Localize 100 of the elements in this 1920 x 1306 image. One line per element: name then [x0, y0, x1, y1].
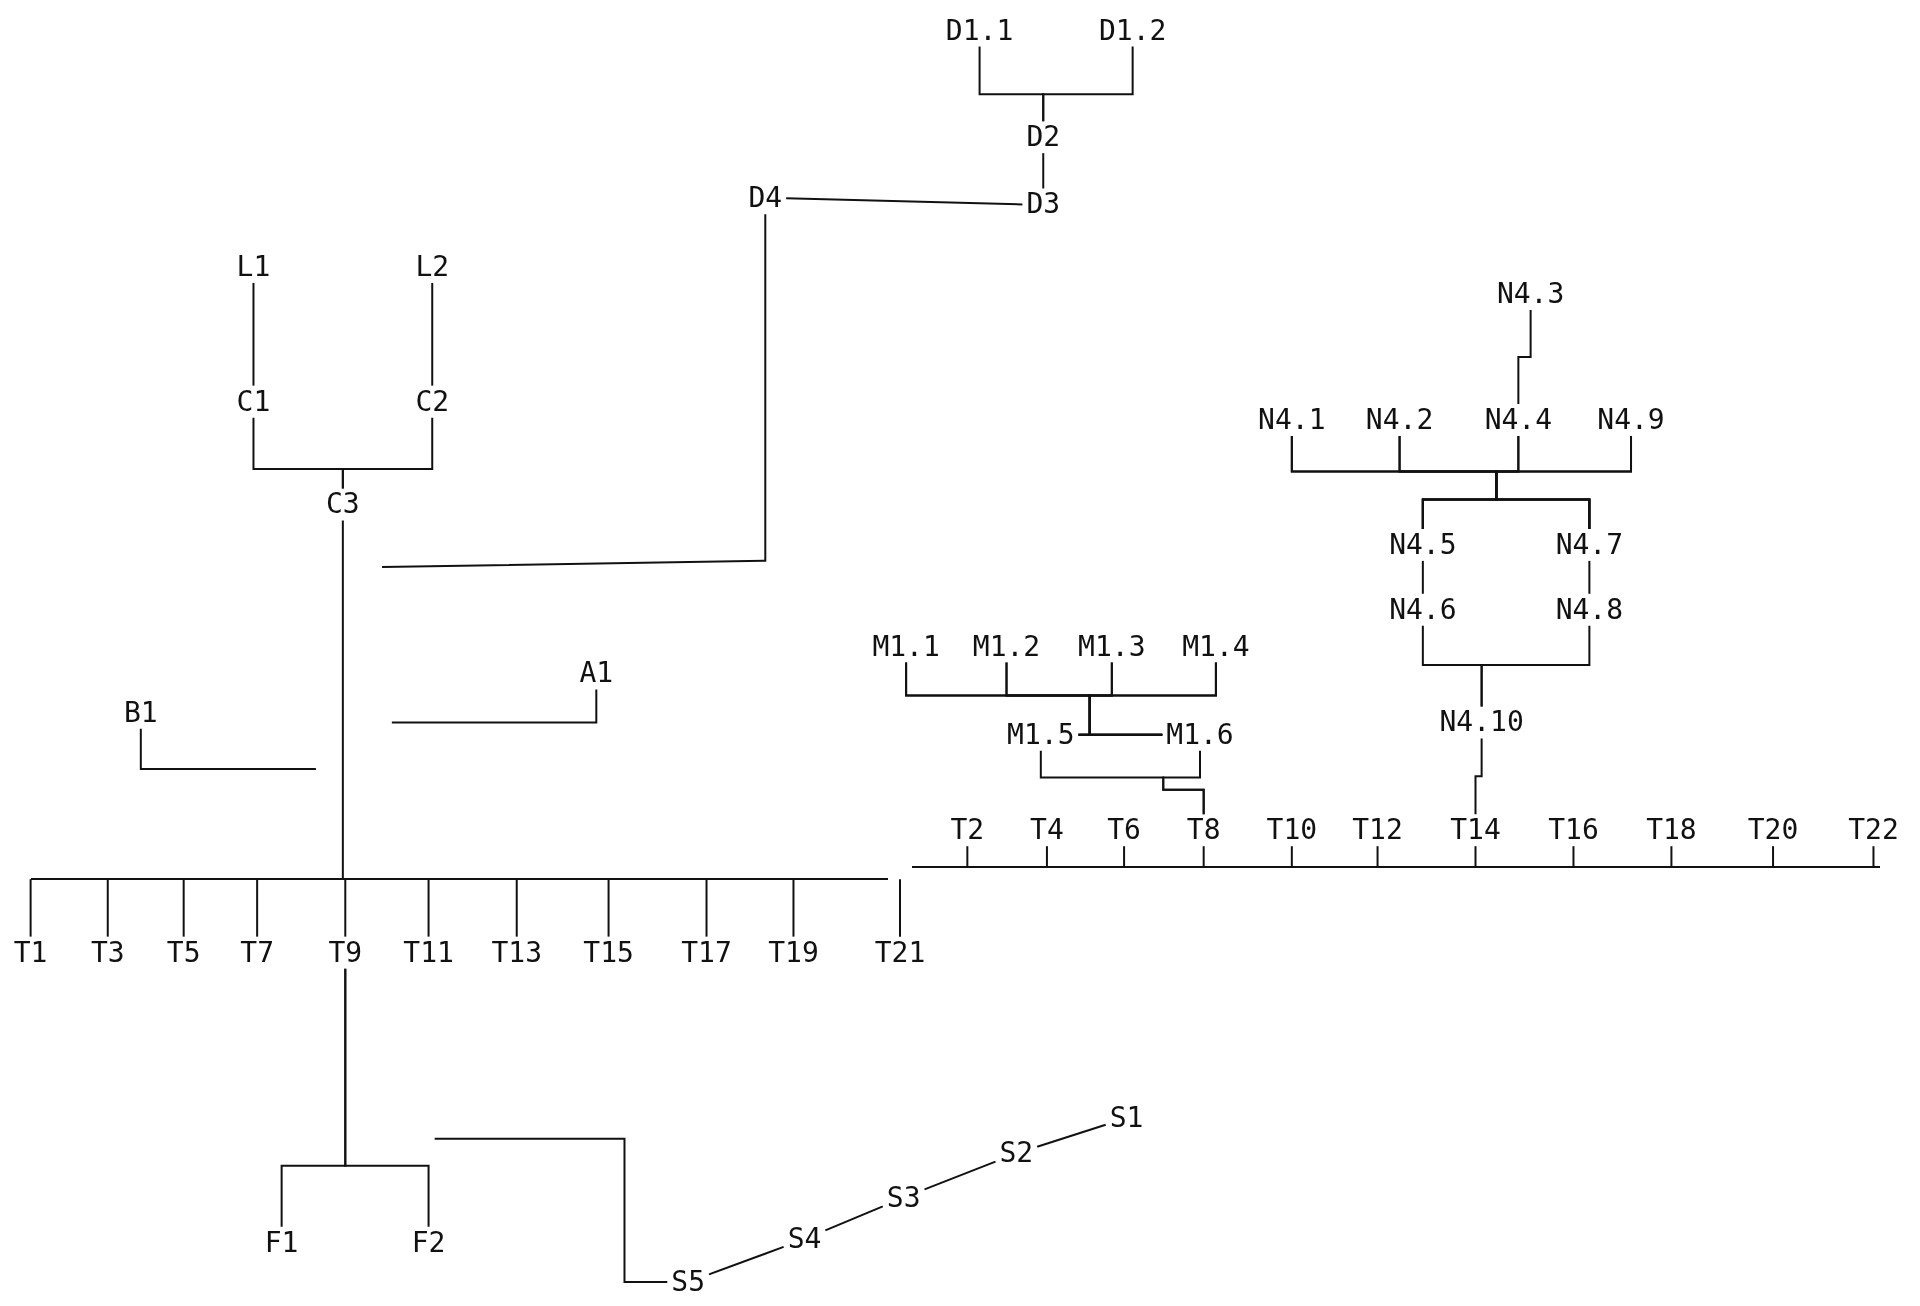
node-label: T21	[870, 936, 930, 969]
node-label: T1	[9, 936, 52, 969]
node-label: T19	[764, 936, 823, 969]
node-label: D2	[1022, 121, 1065, 154]
connector-line	[341, 519, 344, 881]
node-label: M1.6	[1162, 718, 1238, 751]
connector-line	[1772, 845, 1775, 868]
node-label: A1	[575, 657, 618, 690]
node-label: D3	[1022, 188, 1065, 221]
connector-line	[1421, 559, 1424, 595]
node-label: S3	[882, 1181, 925, 1214]
connector-line	[139, 727, 317, 770]
node-label: L2	[411, 250, 454, 283]
node-label: M1.5	[1003, 718, 1079, 751]
node-label: N4.3	[1492, 277, 1569, 310]
node-label: M1.2	[968, 630, 1045, 663]
node-label: T10	[1262, 814, 1322, 847]
node-label: T16	[1544, 814, 1603, 847]
connector-line	[182, 878, 185, 938]
connector-line	[607, 878, 610, 938]
connector-line	[515, 878, 518, 938]
node-label: T4	[1026, 814, 1068, 847]
connector-line	[1474, 737, 1483, 816]
connector-line	[1290, 845, 1293, 868]
connector-line	[708, 1245, 785, 1276]
node-label: N4.5	[1385, 528, 1461, 561]
connector-line	[1042, 152, 1045, 190]
node-label: S2	[995, 1137, 1038, 1170]
node-label: C1	[232, 385, 275, 418]
connector-line	[1045, 845, 1048, 868]
connector-line	[1495, 435, 1632, 530]
node-label: T11	[399, 936, 458, 969]
node-label: L1	[232, 250, 275, 283]
node-label: N4.8	[1551, 593, 1628, 626]
connector-line	[705, 878, 708, 938]
node-label: N4.7	[1551, 528, 1628, 561]
connector-line	[1572, 845, 1575, 868]
node-label: T15	[579, 936, 638, 969]
node-label: T17	[677, 936, 736, 969]
connector-line	[1588, 559, 1591, 595]
baseline-bar	[912, 865, 1880, 868]
node-label: T14	[1446, 814, 1505, 847]
node-label: T9	[324, 936, 367, 969]
node-label: D4	[744, 182, 787, 215]
connector-line	[1036, 1123, 1107, 1148]
connector-line	[29, 878, 32, 938]
node-label: N4.10	[1435, 706, 1528, 739]
node-label: D1.2	[1094, 14, 1171, 47]
node-label: T18	[1642, 814, 1701, 847]
connector-line	[344, 967, 430, 1228]
connector-line	[792, 878, 795, 938]
node-label: T3	[86, 936, 129, 969]
node-label: F2	[407, 1226, 450, 1259]
connector-line	[1202, 845, 1205, 868]
node-label: F1	[260, 1226, 303, 1259]
node-label: N4.9	[1593, 404, 1669, 436]
connector-line	[1480, 624, 1591, 708]
connector-line	[106, 878, 109, 938]
node-label: S1	[1105, 1101, 1148, 1134]
node-label: N4.1	[1254, 404, 1330, 436]
connector-line	[427, 878, 430, 938]
connector-line	[1670, 845, 1673, 868]
node-label: N4.6	[1385, 593, 1461, 626]
connector-line	[1474, 845, 1477, 868]
node-label: T8	[1182, 814, 1225, 847]
connector-line	[390, 688, 598, 724]
node-label: T6	[1103, 814, 1145, 847]
node-label: T22	[1844, 814, 1903, 847]
node-label: C2	[411, 385, 454, 418]
connector-line	[256, 878, 259, 938]
node-label: T7	[236, 936, 278, 969]
node-label: M1.1	[868, 630, 944, 663]
connector-line	[923, 1160, 997, 1191]
connector-line	[341, 416, 434, 490]
connector-line	[785, 197, 1024, 206]
connector-line	[381, 213, 767, 568]
node-label: M1.3	[1074, 630, 1150, 663]
connector-line	[1517, 308, 1532, 405]
node-label: M1.4	[1178, 630, 1254, 663]
connector-line	[1162, 749, 1205, 816]
connector-line	[824, 1205, 884, 1232]
connector-line	[252, 281, 255, 387]
connector-line	[1872, 845, 1875, 868]
connector-line	[431, 281, 434, 387]
connector-line	[899, 878, 901, 938]
connector-line	[344, 878, 347, 938]
node-label: S5	[667, 1266, 709, 1299]
baseline-bar	[30, 878, 888, 881]
node-label: T13	[487, 936, 546, 969]
node-label: N4.4	[1480, 404, 1557, 436]
node-label: N4.2	[1361, 404, 1438, 436]
node-label: T20	[1743, 814, 1803, 847]
node-label: T2	[946, 814, 989, 847]
node-label: B1	[119, 696, 162, 729]
node-label: S4	[783, 1223, 826, 1256]
connector-line	[1376, 845, 1379, 868]
connector-line	[966, 845, 969, 868]
node-label: T5	[162, 936, 205, 969]
connector-line	[433, 1137, 669, 1284]
node-label: T12	[1348, 814, 1407, 847]
